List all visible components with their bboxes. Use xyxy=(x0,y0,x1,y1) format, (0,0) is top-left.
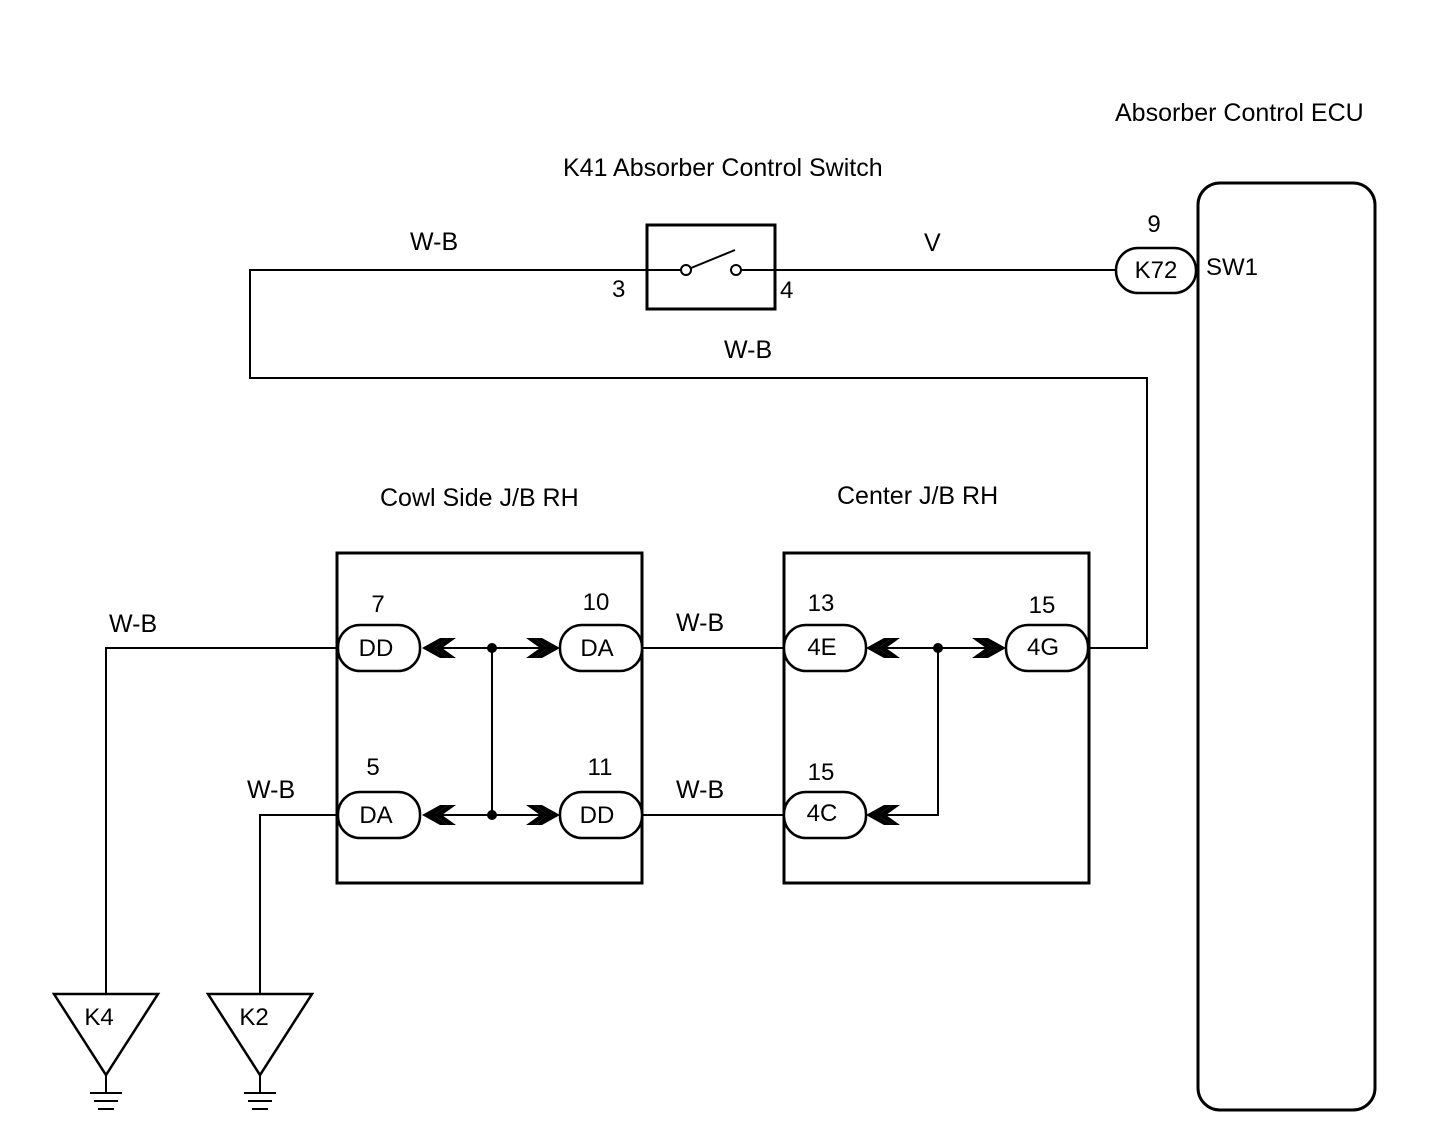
switch-pin-4: 4 xyxy=(780,277,793,304)
center-connector-upper-left-label: 4E xyxy=(807,634,836,661)
ecu-terminal-sw1: SW1 xyxy=(1206,254,1258,281)
center-pin-lower-left: 15 xyxy=(808,759,835,786)
wire-label-between-upper: W-B xyxy=(676,609,724,637)
cowl-pin-lower-left: 5 xyxy=(366,754,379,781)
ecu-connector xyxy=(1114,246,1198,295)
cowl-pin-upper-left: 7 xyxy=(371,591,384,618)
ground-return-wire xyxy=(249,269,1148,649)
center-pin-upper-left: 13 xyxy=(808,590,835,617)
cowl-junction-lower xyxy=(487,810,497,820)
switch-title: K41 Absorber Control Switch xyxy=(563,154,883,182)
center-jb-title: Center J/B RH xyxy=(837,482,998,510)
center-bus-lower xyxy=(868,648,939,816)
cowl-connector-upper-right-label: DA xyxy=(580,635,613,662)
wire-label-return: W-B xyxy=(724,336,772,364)
cowl-pin-lower-right: 11 xyxy=(588,754,613,781)
cowl-connector-lower-left-label: DA xyxy=(359,802,392,829)
cowl-junction-upper xyxy=(487,643,497,653)
cowl-pin-upper-right: 10 xyxy=(583,589,610,616)
ground-label-k4: K4 xyxy=(84,1004,113,1031)
ground-wire-k2 xyxy=(259,814,338,995)
center-junction xyxy=(933,643,943,653)
ground-wire-k4 xyxy=(105,647,338,995)
center-connector-lower-left-label: 4C xyxy=(807,800,838,827)
center-jb-box xyxy=(782,551,1091,885)
switch-symbol xyxy=(645,223,777,311)
cowl-jb-box xyxy=(335,551,644,885)
ground-point-k2 xyxy=(205,992,315,1110)
center-connector-upper-right-label: 4G xyxy=(1027,634,1059,661)
wire-label-top-right: V xyxy=(924,229,941,257)
ground-label-k2: K2 xyxy=(239,1004,268,1031)
wire-label-top-left: W-B xyxy=(410,228,458,256)
ecu-pin-9: 9 xyxy=(1147,211,1160,238)
cowl-connector-lower-right-label: DD xyxy=(580,802,615,829)
center-connector-upper-right xyxy=(1004,623,1090,673)
wire-label-between-lower: W-B xyxy=(676,776,724,804)
center-pin-upper-right: 15 xyxy=(1029,592,1056,619)
ground-point-k4 xyxy=(51,992,161,1110)
switch-pin-3: 3 xyxy=(612,276,625,303)
wire-label-cowl-upper-left: W-B xyxy=(109,610,157,638)
cowl-connector-upper-left-label: DD xyxy=(359,635,394,662)
ecu-title: Absorber Control ECU xyxy=(1115,99,1364,127)
wire-label-cowl-lower-left: W-B xyxy=(247,776,295,804)
ecu-connector-label: K72 xyxy=(1135,257,1178,284)
ecu-body xyxy=(1196,181,1377,1112)
cowl-jb-title: Cowl Side J/B RH xyxy=(380,484,579,512)
